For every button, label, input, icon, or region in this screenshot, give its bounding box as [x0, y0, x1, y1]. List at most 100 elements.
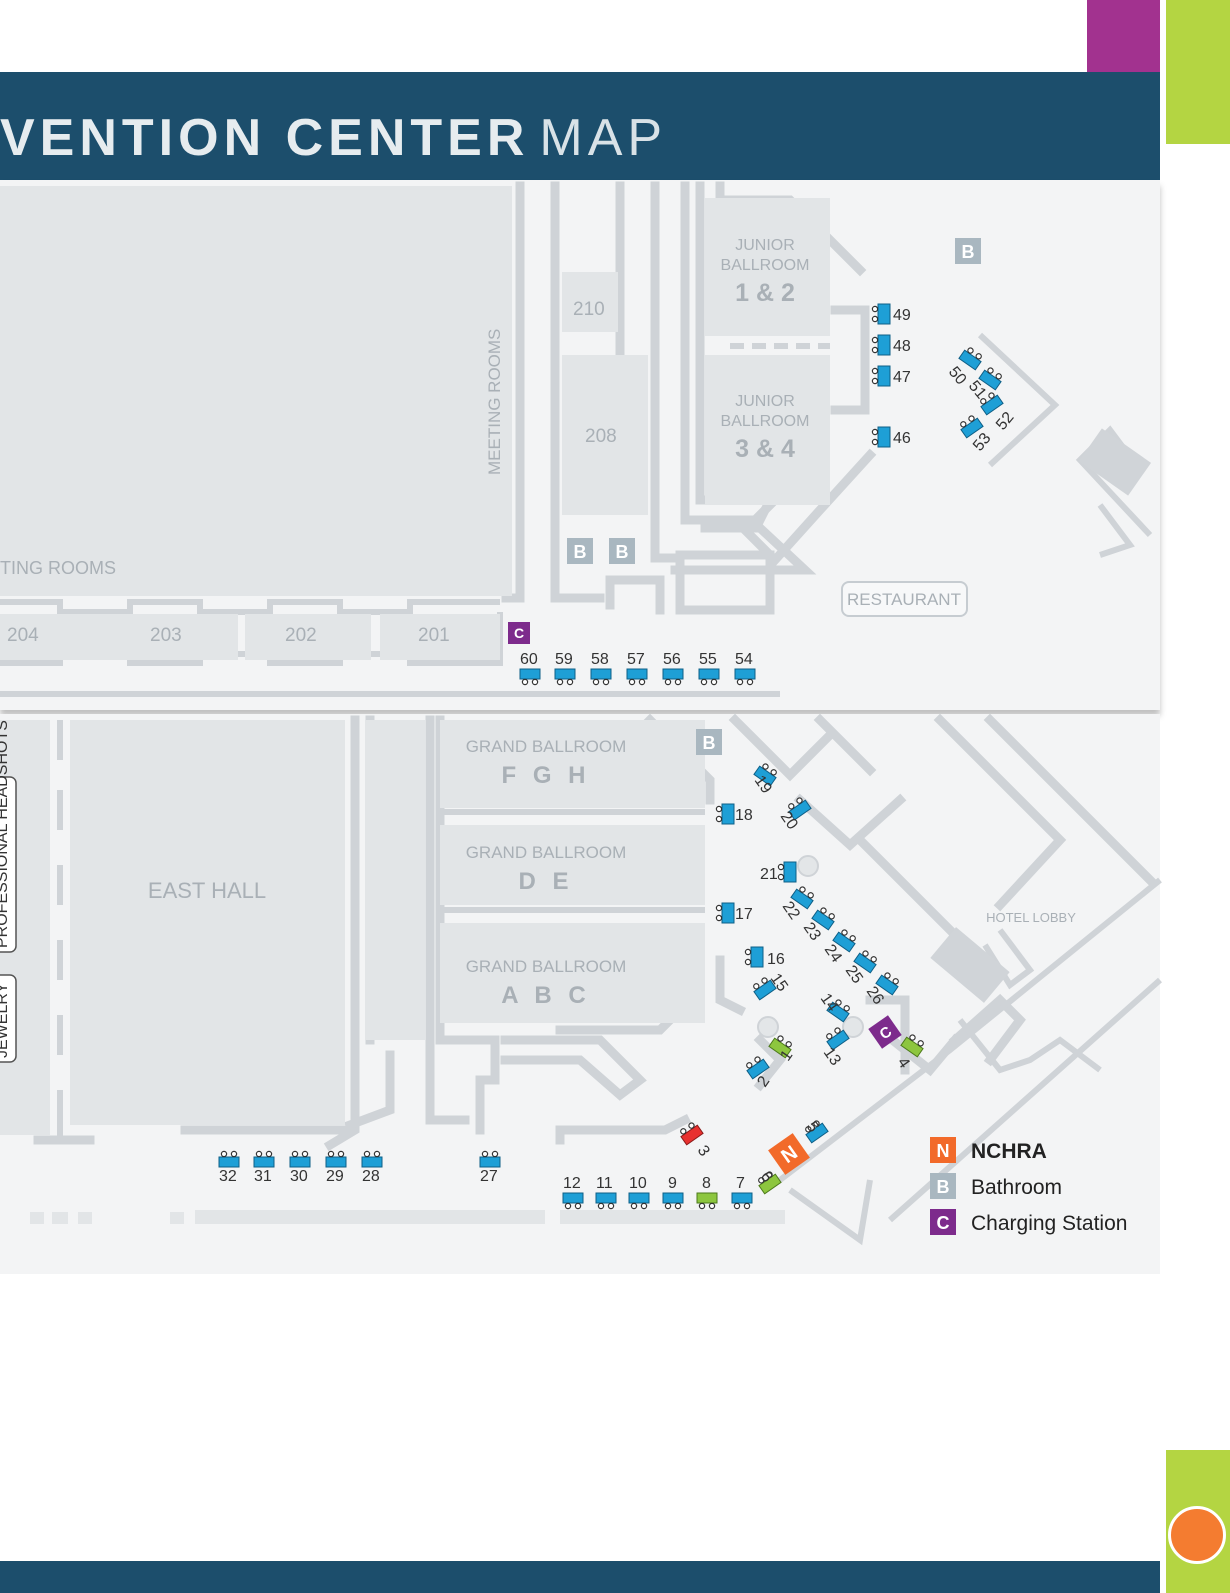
booth-5: 5	[802, 1117, 829, 1144]
junior-34-line2: BALLROOM	[721, 413, 810, 430]
booth-52: 52	[977, 389, 1018, 434]
convention-center-map: MEETING ROOMS TING ROOMS 210 208 204 203…	[0, 181, 1162, 1246]
upper-rooms	[0, 186, 1152, 660]
booth-53: 53	[957, 412, 995, 455]
booth-27: 27	[479, 1150, 501, 1185]
nchra-badge: N	[768, 1133, 810, 1175]
junior-12-line2: BALLROOM	[721, 257, 810, 274]
svg-text:29: 29	[326, 1168, 344, 1185]
title-light: MAP	[539, 109, 668, 167]
svg-text:9: 9	[668, 1175, 677, 1192]
booth-30: 30	[289, 1150, 311, 1185]
svg-text:16: 16	[767, 951, 785, 968]
svg-text:52: 52	[993, 409, 1018, 434]
orange-circle-icon[interactable]	[1168, 1506, 1226, 1564]
bathroom-badge: B	[609, 538, 635, 564]
upper-booths: 49 48 47 46 50 51 52 53 60 59 58 57 56 5…	[519, 303, 1018, 686]
svg-text:21: 21	[760, 866, 778, 883]
booth-21: 21	[760, 861, 797, 883]
svg-text:60: 60	[520, 651, 538, 668]
svg-text:12: 12	[563, 1175, 581, 1192]
booth-25: 25	[842, 947, 880, 987]
svg-text:30: 30	[290, 1168, 308, 1185]
charging-badge: C	[508, 622, 530, 644]
svg-text:7: 7	[736, 1175, 745, 1192]
svg-text:11: 11	[596, 1175, 613, 1192]
de-line1: GRAND BALLROOM	[466, 843, 627, 862]
bathroom-badge: B	[567, 538, 593, 564]
map-legend: N NCHRA B Bathroom C Charging Station	[930, 1137, 1127, 1235]
junior-34-line3: 3 & 4	[735, 435, 795, 463]
svg-text:49: 49	[893, 307, 911, 324]
svg-text:32: 32	[219, 1168, 237, 1185]
meeting-rooms-partial-label: TING ROOMS	[0, 558, 116, 578]
room-202-label: 202	[285, 625, 317, 646]
booth-19: 19	[751, 760, 780, 797]
title-bold: VENTION CENTER	[0, 109, 530, 167]
svg-text:28: 28	[362, 1168, 380, 1185]
purple-accent-block	[1087, 0, 1160, 72]
svg-text:56: 56	[663, 651, 681, 668]
svg-text:17: 17	[735, 906, 753, 923]
meeting-rooms-label: MEETING ROOMS	[485, 329, 504, 475]
legend-item-nchra: N NCHRA	[930, 1137, 1047, 1163]
booth-13: 13	[820, 1024, 850, 1069]
svg-text:31: 31	[254, 1168, 272, 1185]
svg-text:18: 18	[735, 807, 753, 824]
svg-text:Charging Station: Charging Station	[971, 1212, 1127, 1235]
svg-text:C: C	[937, 1213, 950, 1233]
svg-text:13: 13	[820, 1045, 844, 1069]
lower-labels: EAST HALL HOTEL LOBBY GRAND BALLROOM F G…	[0, 720, 1076, 1063]
booth-7: 7	[731, 1175, 753, 1210]
booth-22: 22	[779, 883, 817, 923]
charging-badge: C	[868, 1015, 902, 1049]
booth-57: 57	[626, 651, 648, 686]
svg-text:B: B	[616, 542, 629, 562]
booth-59: 59	[554, 651, 576, 686]
svg-text:48: 48	[893, 338, 911, 355]
booth-24: 24	[821, 926, 859, 966]
booth-48: 48	[871, 334, 911, 356]
junior-12-line1: JUNIOR	[735, 237, 795, 254]
booth-18: 18	[715, 803, 753, 825]
svg-text:50: 50	[945, 364, 970, 389]
svg-text:8: 8	[702, 1175, 711, 1192]
room-201-label: 201	[418, 625, 450, 646]
fgh-line2: F G H	[502, 762, 591, 789]
room-208-label: 208	[585, 426, 617, 447]
booth-10: 10	[628, 1175, 650, 1210]
svg-text:B: B	[574, 542, 587, 562]
legend-item-bathroom: B Bathroom	[930, 1173, 1062, 1199]
header-banner	[0, 72, 1160, 180]
svg-text:N: N	[937, 1141, 950, 1161]
booth-46: 46	[871, 426, 911, 448]
abc-line1: GRAND BALLROOM	[466, 957, 627, 976]
booth-17: 17	[715, 902, 753, 924]
booth-11: 11	[595, 1175, 617, 1210]
svg-text:55: 55	[699, 651, 717, 668]
booth-60: 60	[519, 651, 541, 686]
svg-text:59: 59	[555, 651, 573, 668]
svg-text:Bathroom: Bathroom	[971, 1176, 1062, 1199]
booth-54: 54	[734, 651, 756, 686]
booth-20: 20	[777, 794, 812, 833]
hotel-lobby-label: HOTEL LOBBY	[986, 910, 1076, 925]
de-line2: D E	[518, 868, 573, 895]
booth-31: 31	[253, 1150, 275, 1185]
legend-item-charging-station: C Charging Station	[930, 1209, 1127, 1235]
svg-text:27: 27	[480, 1168, 498, 1185]
svg-text:58: 58	[591, 651, 609, 668]
junior-34-line1: JUNIOR	[735, 393, 795, 410]
booth-23: 23	[800, 904, 838, 944]
booth-32: 32	[218, 1150, 240, 1185]
svg-text:47: 47	[893, 369, 911, 386]
booth-29: 29	[325, 1150, 347, 1185]
booth-28: 28	[361, 1150, 383, 1185]
lower-rooms	[0, 720, 1010, 1224]
bathroom-badge: B	[696, 729, 722, 755]
svg-text:B: B	[937, 1177, 950, 1197]
room-204-label: 204	[7, 625, 39, 646]
fgh-line1: GRAND BALLROOM	[466, 737, 627, 756]
booth-8: 8	[696, 1175, 718, 1210]
svg-text:B: B	[703, 733, 716, 753]
